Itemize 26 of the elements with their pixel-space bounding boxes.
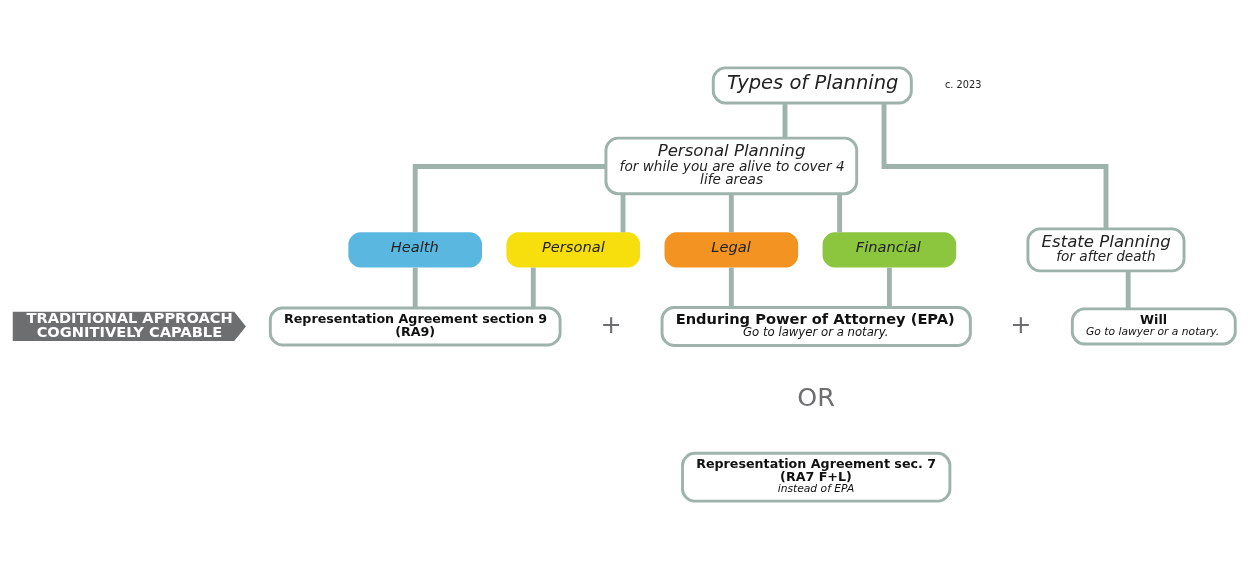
node-box: Financial	[822, 232, 957, 268]
node-box: Personal	[506, 232, 641, 268]
label: c. 2023	[944, 78, 982, 90]
connector	[620, 193, 626, 233]
node-box: Estate Planning for after death	[1026, 227, 1186, 273]
connector	[837, 193, 843, 233]
connector	[530, 267, 536, 308]
node-box: Representation Agreement sec. 7 (RA7 F+L) instead of EPA	[681, 451, 952, 503]
connector	[728, 267, 734, 308]
node-box: Legal	[664, 232, 799, 268]
label: OR	[797, 382, 835, 413]
connector	[886, 267, 892, 308]
connector	[1125, 271, 1131, 309]
connector	[782, 103, 788, 138]
connector	[881, 103, 1109, 229]
connector	[728, 193, 734, 233]
label: +	[600, 308, 622, 339]
node-box: Types of Planning	[711, 66, 913, 105]
label: +	[1010, 308, 1032, 339]
node-box: Health	[348, 232, 483, 268]
connector	[412, 164, 606, 233]
node-box: Representation Agreement section 9 (RA9)	[268, 306, 562, 347]
node-box: Will Go to lawyer or a notary.	[1070, 307, 1237, 346]
node-box: Personal Planning for while you are alive to cover 4 life areas	[604, 136, 859, 196]
connector	[412, 267, 418, 308]
node-box: Enduring Power of Attorney (EPA) Go to lawyer or a notary.	[660, 305, 972, 347]
